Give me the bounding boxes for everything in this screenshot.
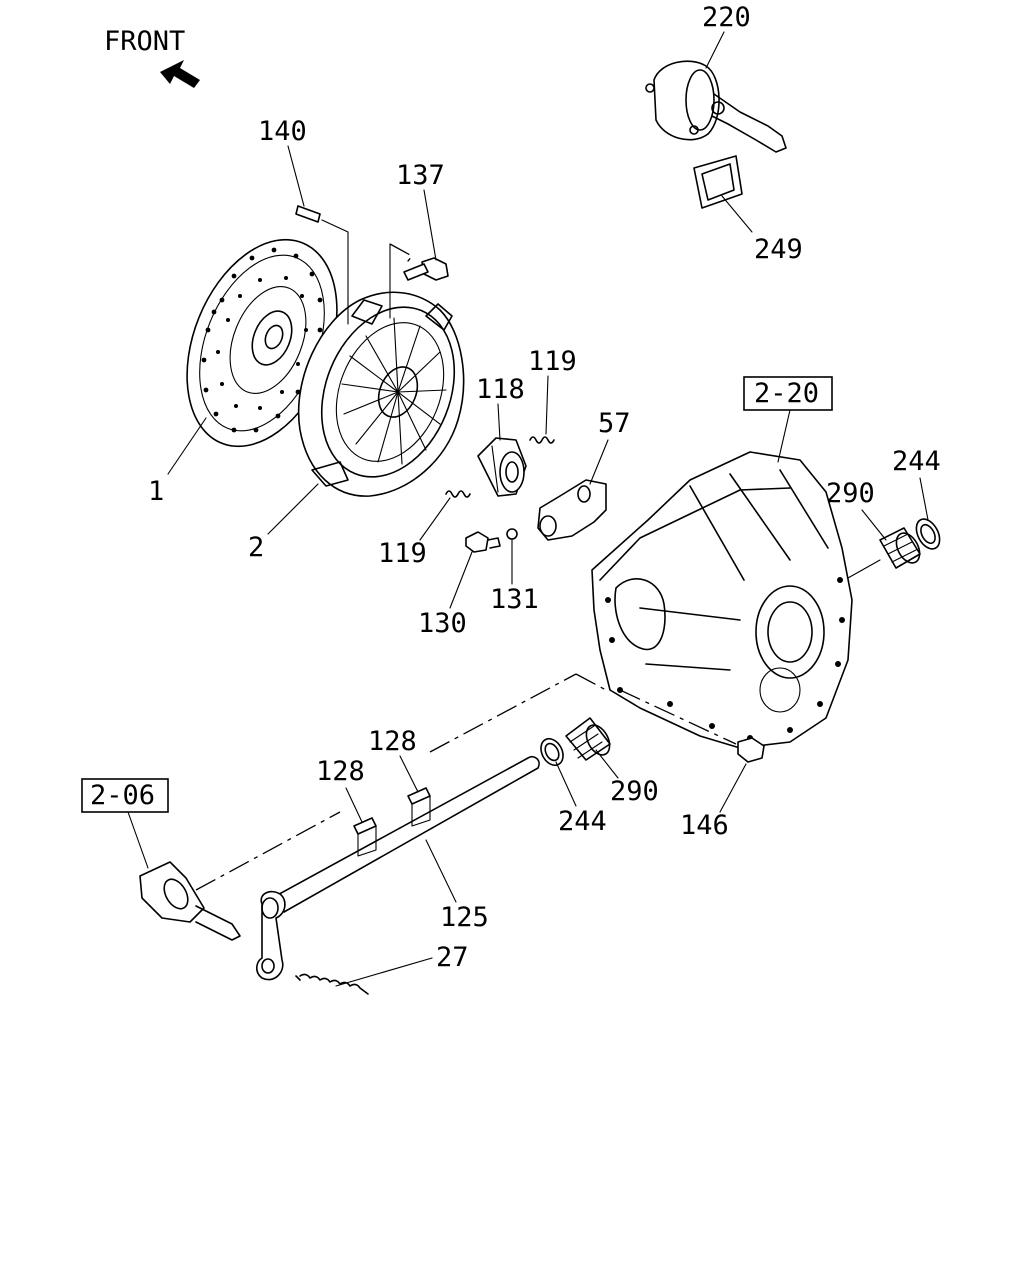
part-label-1[interactable]: 1	[148, 476, 164, 507]
release-fork-pivot	[537, 479, 607, 541]
part-label-290-lower[interactable]: 290	[610, 776, 659, 807]
leader-290-lower	[595, 749, 619, 779]
leader-128-lower	[345, 787, 363, 823]
ref-label-housing[interactable]: 2-20	[754, 378, 819, 409]
housing-bolt	[619, 689, 765, 763]
ref-box-housing[interactable]	[743, 376, 833, 411]
lock-washer	[506, 528, 518, 540]
oil-seal-lower	[540, 737, 564, 767]
part-label-244-lower[interactable]: 244	[558, 806, 607, 837]
leader-140	[287, 145, 305, 207]
leader-1	[167, 417, 207, 475]
clutch-cover	[297, 291, 465, 497]
needle-bearing-lower	[565, 717, 611, 761]
leader-125	[425, 839, 457, 903]
part-label-118[interactable]: 118	[476, 374, 525, 405]
leader-57	[589, 439, 609, 485]
leader-2	[267, 483, 319, 535]
part-label-128-lower[interactable]: 128	[316, 756, 365, 787]
part-label-220[interactable]: 220	[702, 2, 751, 33]
part-label-130[interactable]: 130	[418, 608, 467, 639]
clip-spring-upper	[529, 436, 555, 444]
pivot-bolt	[465, 531, 501, 553]
return-spring	[295, 973, 369, 995]
part-label-128-upper[interactable]: 128	[368, 726, 417, 757]
clip-spring-lower	[445, 490, 471, 498]
leader-220	[705, 31, 725, 69]
part-label-140[interactable]: 140	[258, 116, 307, 147]
shaft-key-right	[407, 787, 431, 827]
ref-box-cylinder[interactable]	[81, 778, 169, 813]
leader-244-lower	[555, 761, 577, 807]
leader-119-upper	[545, 375, 549, 435]
release-lever	[255, 890, 286, 981]
leader-146	[719, 763, 747, 813]
part-label-27[interactable]: 27	[436, 942, 469, 973]
clutch-booster	[645, 60, 787, 153]
clutch-housing	[591, 451, 853, 749]
leader-249	[721, 195, 753, 233]
leader-130	[449, 551, 473, 609]
leader-27	[335, 957, 433, 987]
cover-bolt	[389, 243, 449, 319]
leader-290-upper	[861, 509, 887, 541]
leader-128-upper	[399, 755, 419, 793]
needle-bearing-upper	[879, 527, 921, 569]
leader-ref-housing	[777, 409, 791, 463]
part-label-146[interactable]: 146	[680, 810, 729, 841]
release-bearing	[477, 437, 527, 497]
part-label-119-lower[interactable]: 119	[378, 538, 427, 569]
oil-seal-upper	[915, 518, 941, 550]
front-label: FRONT	[104, 26, 185, 57]
slave-cylinder	[139, 811, 341, 941]
part-label-137[interactable]: 137	[396, 160, 445, 191]
part-label-290-upper[interactable]: 290	[826, 478, 875, 509]
leader-119-lower	[419, 497, 451, 541]
leader-290-shaft	[847, 559, 881, 579]
dowel-pin	[295, 205, 349, 325]
front-arrow-icon	[160, 60, 200, 88]
part-label-119-upper[interactable]: 119	[528, 346, 577, 377]
release-shaft	[271, 673, 607, 913]
ref-label-cylinder[interactable]: 2-06	[90, 780, 155, 811]
booster-gasket	[693, 155, 743, 209]
part-label-249[interactable]: 249	[754, 234, 803, 265]
part-label-2[interactable]: 2	[248, 532, 264, 563]
leader-137	[423, 189, 437, 261]
leader-ref-cylinder	[127, 811, 149, 869]
part-label-57[interactable]: 57	[598, 408, 631, 439]
leader-118	[497, 403, 501, 441]
part-label-131[interactable]: 131	[490, 584, 539, 615]
part-label-244-upper[interactable]: 244	[892, 446, 941, 477]
shaft-key-left	[353, 817, 377, 857]
part-label-125[interactable]: 125	[440, 902, 489, 933]
leader-244-upper	[919, 477, 929, 521]
